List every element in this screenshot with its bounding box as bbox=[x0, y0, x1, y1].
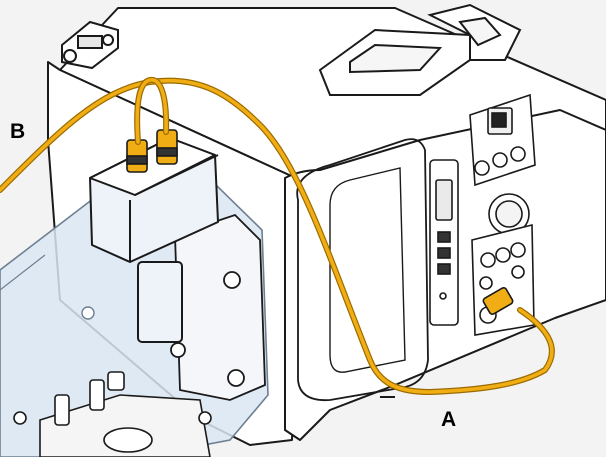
front-recess bbox=[329, 167, 406, 373]
side-panel bbox=[429, 159, 459, 326]
connector-plug-icon bbox=[126, 129, 514, 315]
top-handle bbox=[318, 3, 522, 96]
callout-a: A bbox=[441, 408, 457, 431]
junction-box bbox=[89, 137, 219, 343]
hinge-bracket bbox=[61, 20, 119, 70]
cable-a-loop bbox=[134, 76, 170, 145]
plate-bracket bbox=[170, 213, 266, 401]
front-contour bbox=[296, 138, 429, 402]
callout-b: B bbox=[10, 120, 26, 143]
valve-assembly bbox=[13, 371, 212, 457]
